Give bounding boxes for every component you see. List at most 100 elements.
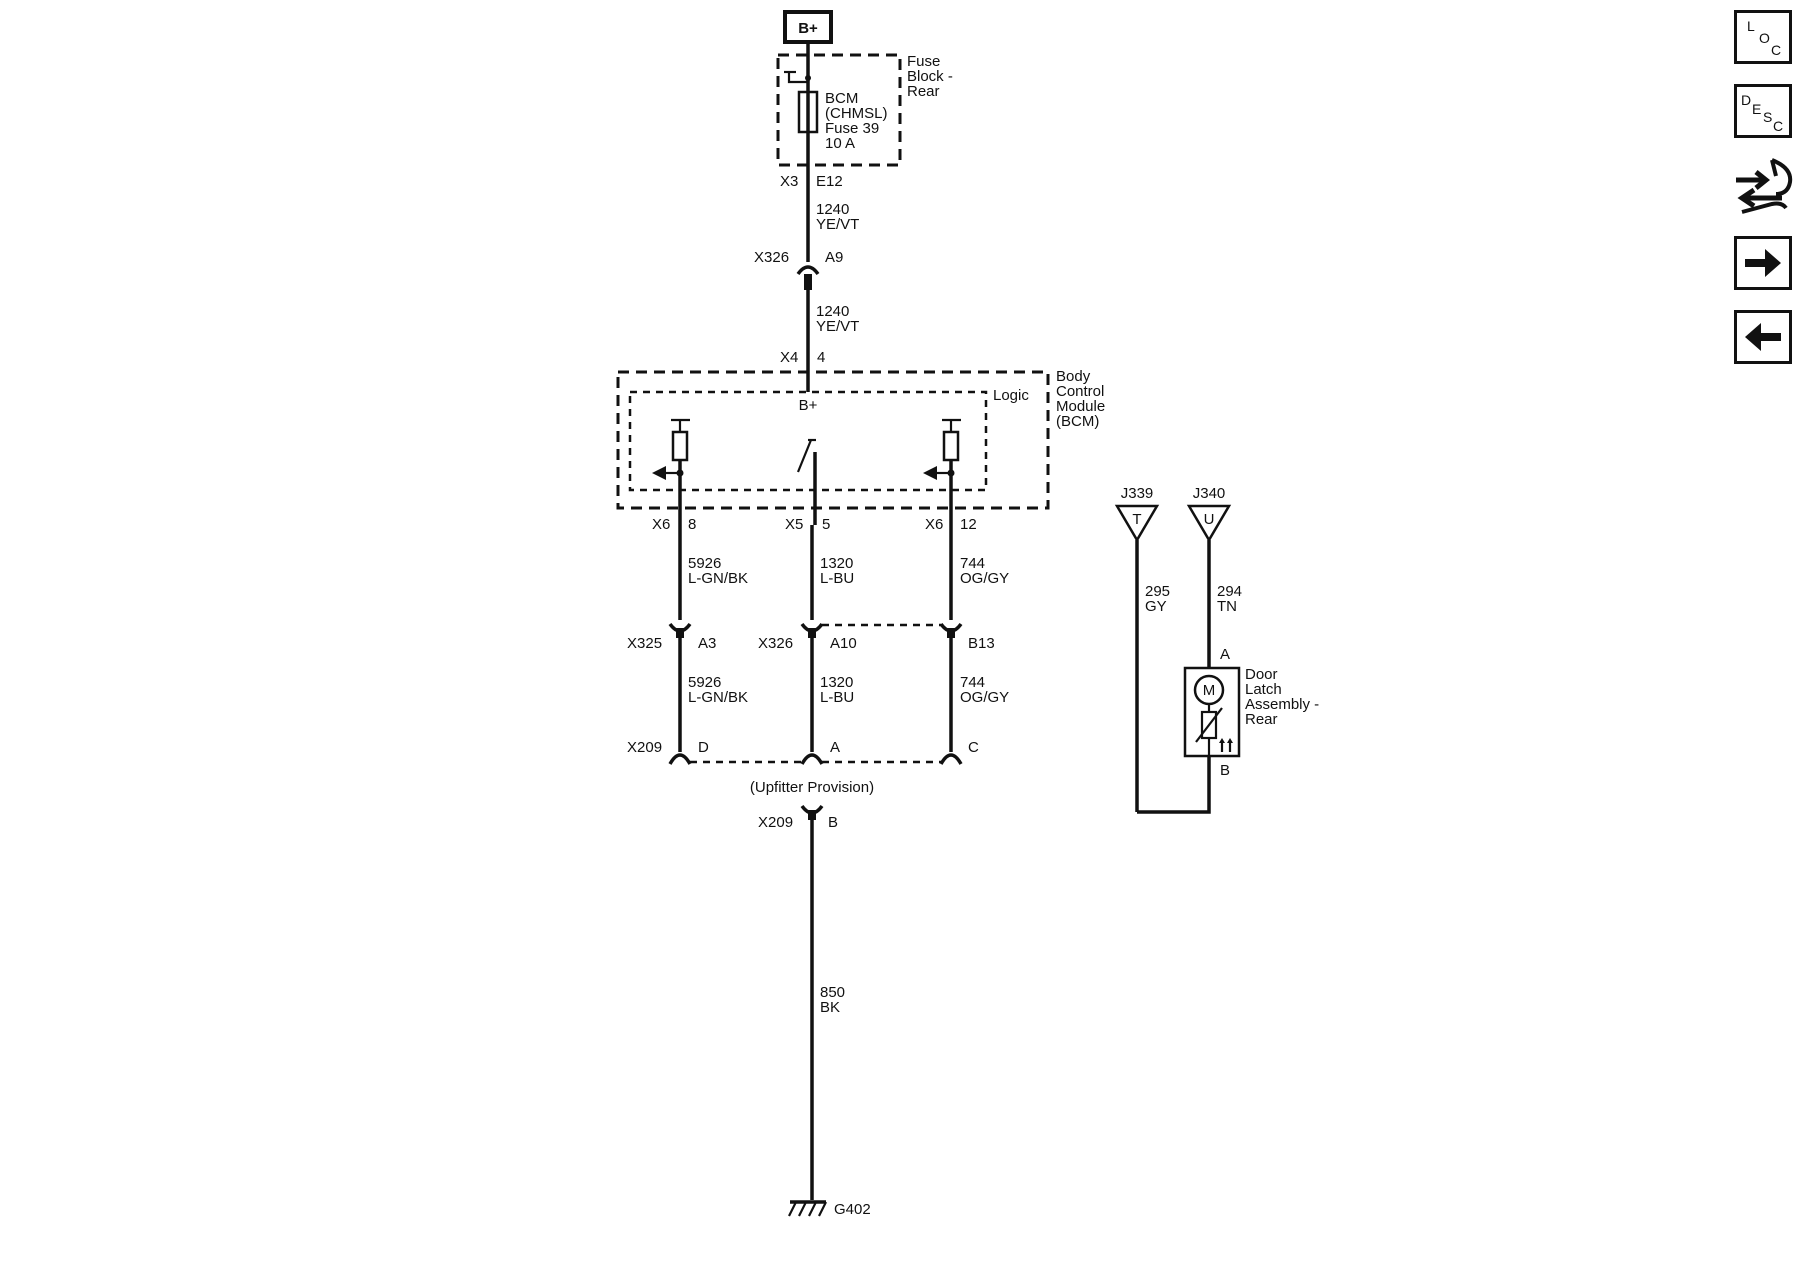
svg-text:A: A	[1220, 646, 1230, 663]
fuse-block-name-1: Fuse	[907, 53, 940, 70]
connector-end-view-button[interactable]	[1732, 154, 1794, 220]
svg-text:X326: X326	[754, 249, 789, 266]
svg-text:5: 5	[822, 516, 830, 533]
fuse-label-2: (CHMSL)	[825, 105, 888, 122]
svg-text:Body: Body	[1056, 368, 1091, 385]
svg-text:B: B	[1220, 762, 1230, 779]
svg-text:294: 294	[1217, 583, 1242, 600]
output-wire-5926: 5926 L-GN/BK	[678, 525, 748, 620]
svg-text:X209: X209	[758, 814, 793, 831]
svg-text:L-BU: L-BU	[820, 689, 854, 706]
svg-text:L-GN/BK: L-GN/BK	[688, 570, 748, 587]
svg-text:1240: 1240	[816, 201, 849, 218]
svg-text:J339: J339	[1121, 485, 1154, 502]
svg-text:5926: 5926	[688, 555, 721, 572]
next-button[interactable]	[1734, 236, 1792, 290]
svg-text:L-BU: L-BU	[820, 570, 854, 587]
svg-text:8: 8	[688, 516, 696, 533]
location-icon: L O C	[1747, 18, 1781, 58]
fuse-block-rear: Fuse Block - Rear BCM (CHMSL) Fuse 39 10…	[776, 42, 953, 190]
svg-text:M: M	[1203, 682, 1216, 699]
arrow-right-icon	[1745, 249, 1781, 277]
svg-text:L-GN/BK: L-GN/BK	[688, 689, 748, 706]
description-icon: D E S C	[1741, 92, 1783, 134]
arrow-left-icon	[1745, 323, 1781, 351]
svg-text:J340: J340	[1193, 485, 1226, 502]
svg-text:A: A	[830, 739, 840, 756]
svg-text:E: E	[1752, 101, 1761, 117]
svg-text:C: C	[1771, 42, 1781, 58]
door-latch-circuit: J339 J340 T U 295 GY 294 TN A B M Door L…	[1114, 485, 1319, 814]
fuse-label-3: Fuse 39	[825, 120, 879, 137]
svg-text:D: D	[1741, 92, 1751, 108]
svg-text:L: L	[1747, 18, 1755, 34]
svg-text:C: C	[1773, 118, 1783, 134]
svg-text:BK: BK	[820, 999, 840, 1016]
fuse-block-name-3: Rear	[907, 83, 940, 100]
svg-text:744: 744	[960, 555, 985, 572]
svg-text:A3: A3	[698, 635, 716, 652]
svg-text:850: 850	[820, 984, 845, 1001]
output-wire-744: 744 OG/GY	[949, 525, 1009, 620]
lower-wires: 5926 L-GN/BK 1320 L-BU 744 OG/GY	[678, 638, 1009, 752]
svg-text:X6: X6	[925, 516, 943, 533]
svg-text:B: B	[828, 814, 838, 831]
svg-text:5926: 5926	[688, 674, 721, 691]
svg-text:X325: X325	[627, 635, 662, 652]
svg-text:X326: X326	[758, 635, 793, 652]
svg-text:Latch: Latch	[1245, 681, 1282, 698]
svg-text:X6: X6	[652, 516, 670, 533]
svg-text:X5: X5	[785, 516, 803, 533]
svg-text:Module: Module	[1056, 398, 1105, 415]
svg-text:Door: Door	[1245, 666, 1278, 683]
svg-text:12: 12	[960, 516, 977, 533]
svg-text:YE/VT: YE/VT	[816, 216, 859, 233]
svg-text:Assembly -: Assembly -	[1245, 696, 1319, 713]
svg-text:U: U	[1204, 511, 1215, 528]
fuse-label-1: BCM	[825, 90, 858, 107]
inline-connectors: X325 A3 X326 A10 B13	[627, 622, 995, 652]
body-control-module: X4 4 Body Control Module (BCM) Logic B+	[616, 349, 1105, 525]
previous-button[interactable]	[1734, 310, 1792, 364]
svg-text:B+: B+	[798, 20, 818, 37]
svg-text:295: 295	[1145, 583, 1170, 600]
svg-text:1320: 1320	[820, 555, 853, 572]
description-button[interactable]: D E S C	[1734, 84, 1792, 138]
svg-text:B13: B13	[968, 635, 995, 652]
svg-text:1240: 1240	[816, 303, 849, 320]
fuse-conn: X3	[780, 173, 798, 190]
svg-text:B+: B+	[799, 397, 818, 414]
svg-text:Rear: Rear	[1245, 711, 1278, 728]
fuse-pin: E12	[816, 173, 843, 190]
upfitter-provision-label: (Upfitter Provision)	[750, 779, 874, 796]
svg-text:(BCM): (BCM)	[1056, 413, 1099, 430]
svg-text:744: 744	[960, 674, 985, 691]
svg-text:S: S	[1763, 109, 1772, 125]
svg-text:C: C	[968, 739, 979, 756]
wire-1240-lower: 1240 YE/VT	[806, 290, 859, 392]
svg-text:1320: 1320	[820, 674, 853, 691]
svg-text:T: T	[1132, 511, 1141, 528]
bcm-output-pins: X6 8 X5 5 X6 12	[652, 516, 977, 533]
svg-text:YE/VT: YE/VT	[816, 318, 859, 335]
location-button[interactable]: L O C	[1734, 10, 1792, 64]
svg-text:OG/GY: OG/GY	[960, 689, 1009, 706]
wrench-connector-icon	[1736, 158, 1793, 214]
svg-text:GY: GY	[1145, 598, 1167, 615]
svg-text:OG/GY: OG/GY	[960, 570, 1009, 587]
svg-text:A9: A9	[825, 249, 843, 266]
svg-text:X209: X209	[627, 739, 662, 756]
svg-text:O: O	[1759, 30, 1770, 46]
ground-circuit: X209 B 850 BK G402	[758, 804, 871, 1218]
svg-text:Logic: Logic	[993, 387, 1029, 404]
fuse-block-name-2: Block -	[907, 68, 953, 85]
svg-text:X4: X4	[780, 349, 798, 366]
wire-1240-upper: 1240 YE/VT	[806, 165, 859, 262]
connector-x209: X209 D A C (Upfitter Provision)	[627, 739, 979, 796]
svg-text:TN: TN	[1217, 598, 1237, 615]
svg-text:Control: Control	[1056, 383, 1104, 400]
fuse-label-4: 10 A	[825, 135, 855, 152]
output-wire-1320: 1320 L-BU	[810, 525, 854, 620]
battery-source: B+	[783, 10, 833, 44]
